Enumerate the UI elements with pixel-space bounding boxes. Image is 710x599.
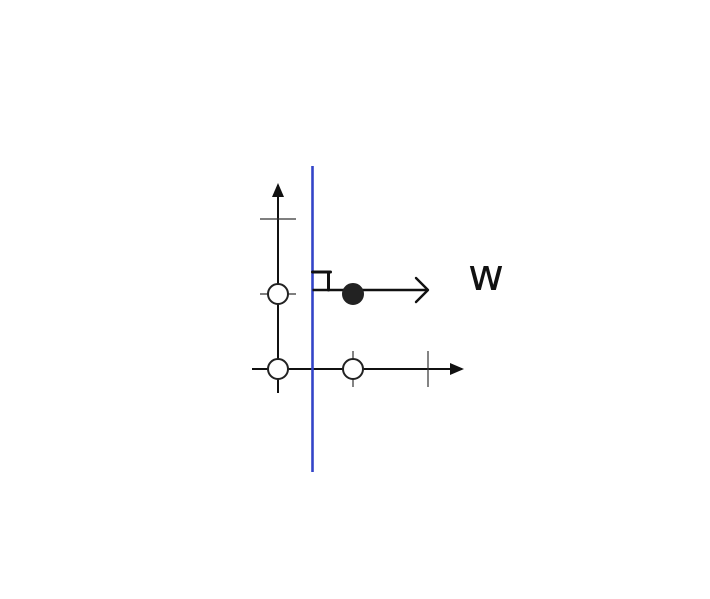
data-points-group: [267, 283, 364, 380]
labels-group: w: [468, 250, 504, 301]
point-y-unit: [267, 283, 289, 305]
point-diag-unit: [342, 283, 364, 305]
right-angle-marker: [311, 270, 332, 292]
point-origin: [267, 358, 289, 380]
weight-vector-arrowhead: [414, 276, 430, 304]
weight-vector-group: [311, 270, 430, 304]
weight-label: w: [468, 250, 504, 301]
point-x-unit: [342, 358, 364, 380]
